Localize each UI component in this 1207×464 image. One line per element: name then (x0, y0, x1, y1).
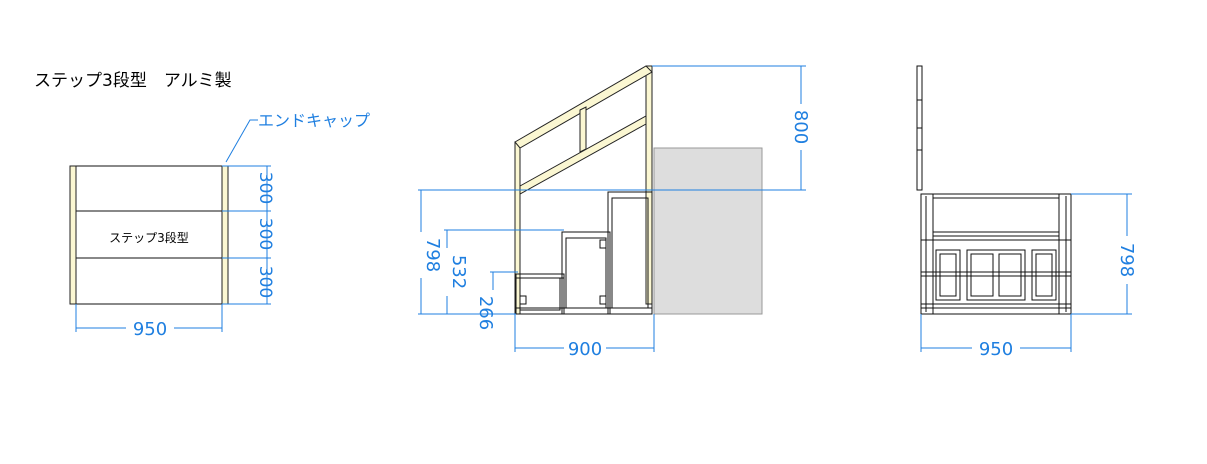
plan-step-label: ステップ3段型 (109, 230, 189, 245)
height-798-value: 798 (422, 238, 443, 272)
plan-step-depth-2: 300 (255, 218, 275, 250)
side-platform (653, 147, 763, 315)
plan-width-value: 950 (133, 319, 167, 340)
rail-height-value: 800 (790, 110, 811, 144)
plan-end-cap-right (221, 165, 229, 305)
side-step-frames (515, 191, 653, 315)
height-532-value: 532 (448, 255, 469, 289)
plan-end-cap-left (69, 165, 77, 305)
front-width-value: 950 (979, 339, 1013, 360)
front-view: 798 950 (916, 65, 1137, 360)
front-panels (935, 249, 1057, 301)
plan-step-body (75, 165, 223, 305)
front-left-leg (920, 193, 934, 315)
plan-view: ステップ3段型 エンドキャップ 300 300 300 950 (69, 111, 370, 340)
end-cap-leader (225, 119, 258, 163)
side-width-value: 900 (568, 339, 602, 360)
front-top-step (932, 197, 1060, 233)
front-height-value: 798 (1116, 243, 1137, 277)
drawing-title: ステップ3段型 アルミ製 (34, 71, 232, 91)
end-cap-label: エンドキャップ (258, 111, 370, 130)
front-right-leg (1058, 193, 1072, 315)
height-266-value: 266 (475, 296, 496, 330)
plan-step-depth-3: 300 (255, 266, 275, 298)
plan-step-depth-1: 300 (255, 172, 275, 204)
side-view: 800 798 532 266 900 (418, 65, 811, 360)
side-handrail (514, 65, 653, 315)
